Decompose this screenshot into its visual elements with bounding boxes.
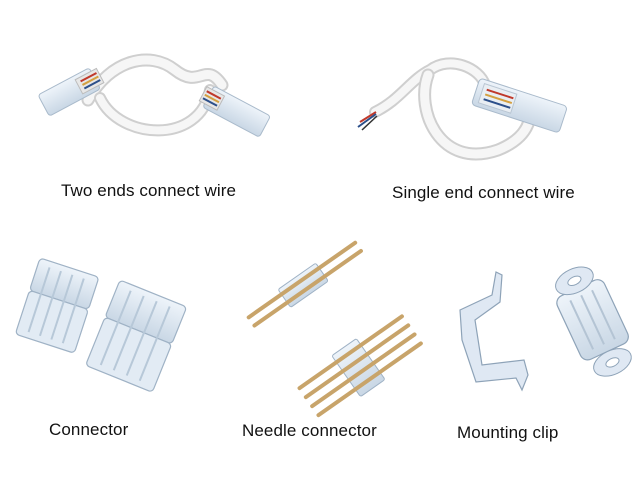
needle-connector-icon bbox=[246, 240, 423, 418]
product-needle-connector: Needle connector bbox=[220, 230, 430, 480]
product-mounting-clip: Mounting clip bbox=[430, 230, 640, 480]
mounting-clip-icon bbox=[459, 266, 632, 392]
product-two-ends-wire: Two ends connect wire bbox=[0, 0, 320, 210]
product-label: Connector bbox=[49, 420, 129, 439]
product-label: Single end connect wire bbox=[392, 183, 575, 202]
two-ends-wire-icon bbox=[38, 53, 270, 137]
product-connector: Connector bbox=[0, 230, 220, 480]
product-label: Two ends connect wire bbox=[61, 181, 237, 200]
product-label: Mounting clip bbox=[457, 423, 559, 442]
product-label: Needle connector bbox=[242, 421, 377, 440]
connector-icon bbox=[15, 258, 187, 392]
single-end-wire-icon bbox=[357, 57, 567, 161]
product-single-end-wire: Single end connect wire bbox=[320, 0, 640, 210]
